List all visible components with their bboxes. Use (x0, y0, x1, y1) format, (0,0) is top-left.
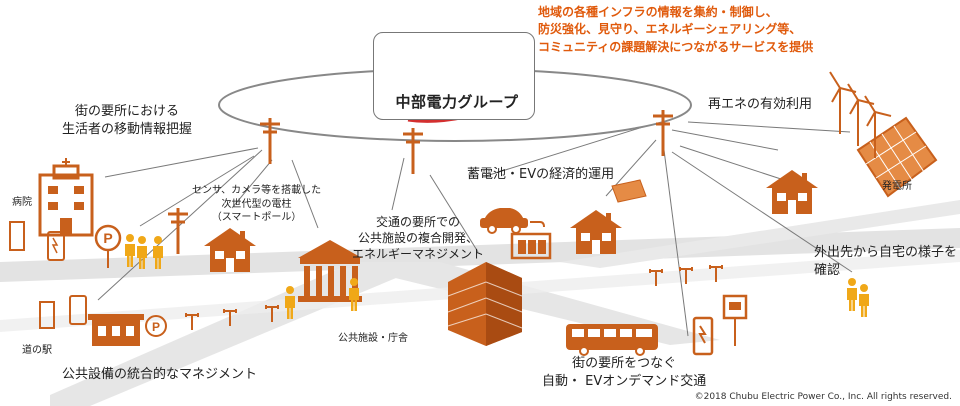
label-line: 交通の要所での (352, 214, 484, 230)
label-line: 次世代型の電柱 (192, 198, 321, 212)
hospital-building (40, 158, 92, 235)
label-public-facility: 公共施設・庁舎 (338, 332, 408, 346)
label-hospital: 病院 (12, 196, 32, 210)
headline-line: コミュニティの課題解決につながるサービスを提供 (538, 39, 813, 56)
house-icon (204, 228, 256, 272)
label-line: 自動・ EVオンデマンド交通 (542, 373, 706, 391)
roadside-station-building (88, 314, 144, 346)
label-integrated-management: 公共設備の統合的なマネジメント (62, 366, 257, 384)
label-line: （スマートポール） (192, 211, 321, 225)
label-line: センサ、カメラ等を搭載した (192, 184, 321, 198)
label-line: 生活者の移動情報把握 (62, 121, 192, 139)
person-icon (859, 284, 869, 317)
smart-house-icon (570, 210, 622, 254)
copyright-notice: ©2018 Chubu Electric Power Co., Inc. All… (695, 391, 952, 403)
label-line: 確認 (814, 262, 957, 280)
headline: 地域の各種インフラの情報を集約・制御し、 防災強化、見守り、エネルギーシェアリン… (538, 4, 813, 56)
street-lamp-icon (186, 313, 198, 330)
headline-line: 防災強化、見守り、エネルギーシェアリング等、 (538, 21, 813, 38)
smart-pole (168, 208, 188, 254)
ev-car-icon (480, 208, 544, 233)
bus-stop-icon (724, 296, 746, 346)
label-storage-ev: 蓄電池・EVの経済的運用 (467, 166, 614, 184)
company-box: 中部電力グループ (373, 32, 535, 120)
utility-pole (403, 128, 423, 174)
svg-text:P: P (103, 230, 112, 246)
label-line: 街の要所をつなぐ (542, 355, 706, 373)
label-home-check: 外出先から自宅の様子を 確認 (814, 244, 957, 279)
headline-line: 地域の各種インフラの情報を集約・制御し、 (538, 4, 813, 21)
label-power-plant: 発電所 (882, 180, 912, 194)
label-roadside-station: 道の駅 (22, 344, 52, 358)
label-line: 外出先から自宅の様子を (814, 244, 957, 262)
label-smart-pole: センサ、カメラ等を搭載した 次世代型の電柱 （スマートポール） (192, 184, 321, 225)
utility-pole (653, 110, 673, 156)
person-icon (847, 278, 857, 311)
label-mobility-info: 街の要所における 生活者の移動情報把握 (62, 103, 192, 138)
company-name: 中部電力グループ (382, 91, 532, 112)
label-line: 公共施設の複合開発、 (352, 230, 484, 246)
label-public-development: 交通の要所での 公共施設の複合開発、 エネルギーマネジメント (352, 214, 484, 263)
utility-pole (260, 118, 280, 164)
label-line: エネルギーマネジメント (352, 246, 484, 262)
label-line: 街の要所における (62, 103, 192, 121)
wind-turbine-icon (830, 72, 856, 134)
wind-turbine-icon (848, 84, 874, 146)
label-on-demand-transport: 街の要所をつなぐ 自動・ EVオンデマンド交通 (542, 355, 706, 390)
label-renewable: 再エネの有効利用 (708, 96, 812, 114)
ev-bus-icon (566, 324, 658, 355)
svg-text:P: P (152, 320, 160, 334)
ev-charger-icon (10, 222, 64, 260)
